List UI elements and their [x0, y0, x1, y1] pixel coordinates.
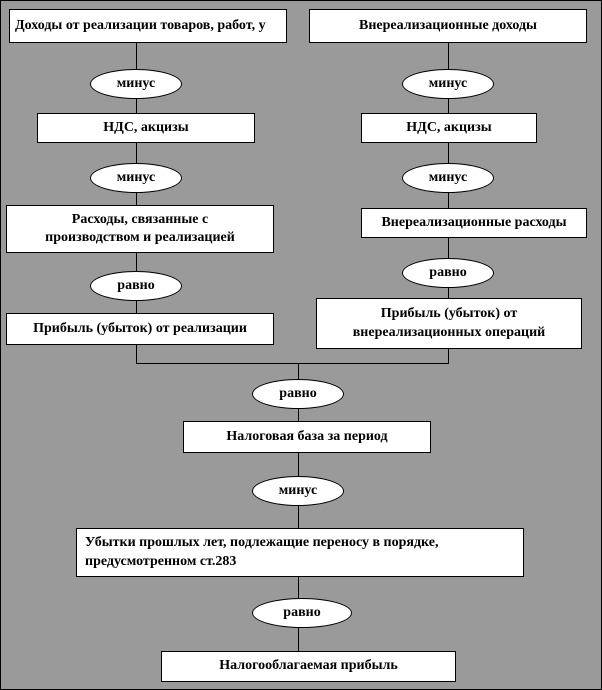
minus-ellipse-right-2: минус	[402, 163, 494, 193]
connector-line	[136, 301, 137, 313]
node-sales-revenue: Доходы от реализации товаров, работ, у	[9, 9, 287, 43]
connector-line	[136, 345, 137, 363]
minus-ellipse-left-2: минус	[90, 163, 182, 193]
connector-line	[136, 193, 137, 205]
connector-line	[448, 193, 449, 208]
connector-line	[448, 349, 449, 363]
connector-line	[298, 363, 299, 379]
connector-line	[448, 238, 449, 258]
node-tax-base: Налоговая база за период	[183, 421, 431, 453]
node-vat-excise-left: НДС, акцизы	[37, 113, 255, 143]
connector-line	[136, 363, 449, 364]
connector-line	[298, 506, 299, 528]
node-nonoperating-income: Внереализационные доходы	[309, 9, 587, 43]
connector-line	[298, 453, 299, 476]
connector-line	[136, 253, 137, 271]
node-nonoperating-expenses: Внереализационные расходы	[361, 208, 587, 238]
connector-line	[136, 43, 137, 69]
node-prior-losses: Убытки прошлых лет, подлежащие переносу …	[76, 528, 524, 577]
equals-ellipse-center: равно	[252, 379, 344, 409]
minus-ellipse-right-1: минус	[402, 69, 494, 99]
node-taxable-profit: Налогооблагаемая прибыль	[161, 651, 456, 682]
equals-ellipse-left: равно	[90, 271, 182, 301]
node-production-expenses: Расходы, связанные с производством и реа…	[6, 205, 274, 253]
connector-line	[136, 99, 137, 113]
equals-ellipse-final: равно	[252, 598, 352, 628]
connector-line	[298, 628, 299, 651]
connector-line	[448, 43, 449, 69]
connector-line	[448, 288, 449, 298]
equals-ellipse-right: равно	[402, 258, 494, 288]
node-sales-profit: Прибыль (убыток) от реализации	[6, 313, 274, 345]
connector-line	[448, 99, 449, 113]
minus-ellipse-center: минус	[252, 476, 344, 506]
connector-line	[298, 409, 299, 421]
connector-line	[136, 143, 137, 163]
connector-line	[298, 577, 299, 598]
connector-line	[448, 143, 449, 163]
minus-ellipse-left-1: минус	[90, 69, 182, 99]
node-nonoperating-profit: Прибыль (убыток) от внереализационных оп…	[316, 298, 582, 349]
node-vat-excise-right: НДС, акцизы	[361, 113, 537, 143]
